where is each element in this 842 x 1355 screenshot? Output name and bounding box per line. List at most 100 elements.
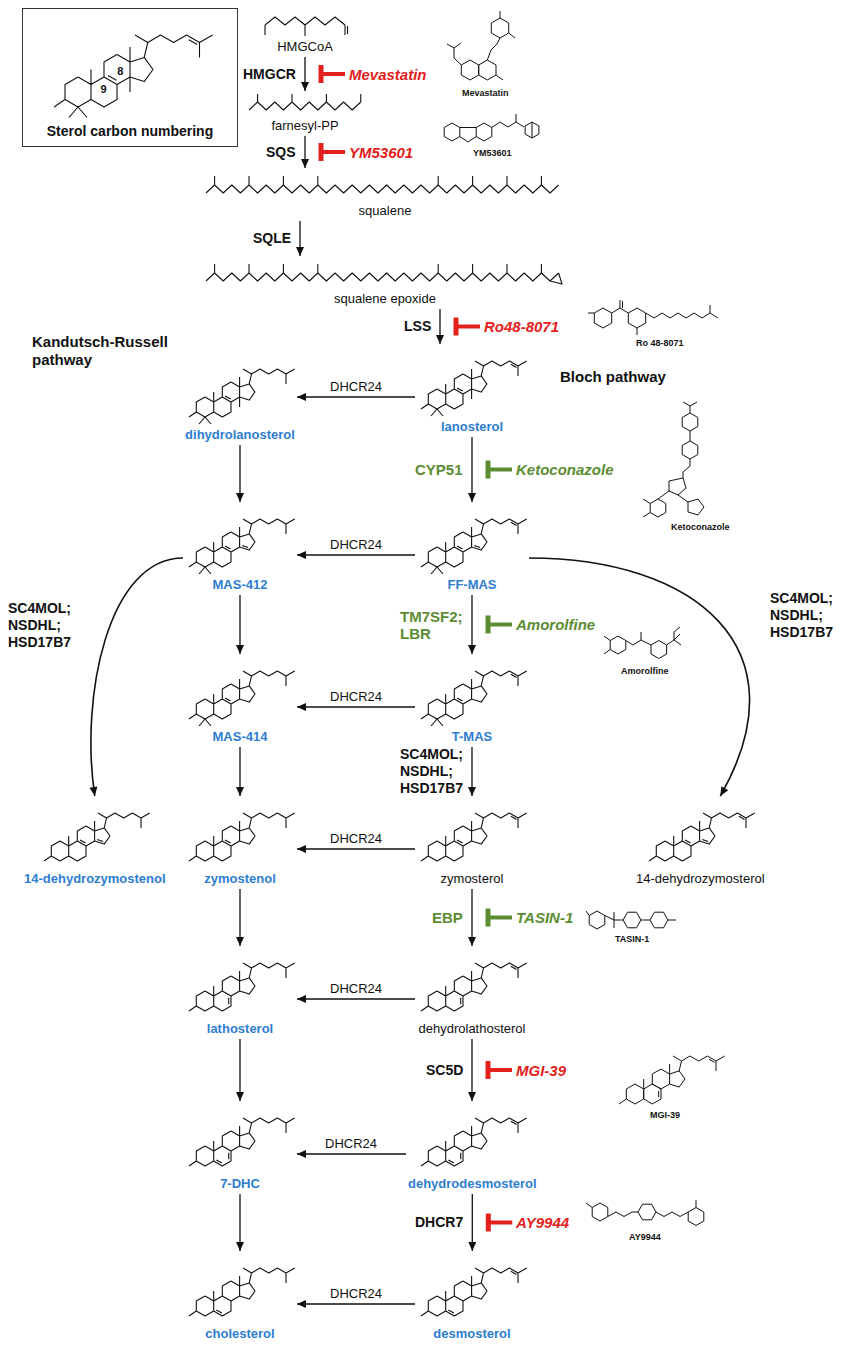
bond-lines <box>206 176 559 193</box>
metabolite-name: dihydrolanosterol <box>185 427 295 443</box>
metabolite-node: 14-dehydrozymosterol <box>636 797 765 887</box>
structure-name: Ketoconazole <box>671 522 730 533</box>
sterol-structure <box>417 797 527 871</box>
mevastatin-structure <box>447 11 515 80</box>
sterol-structure <box>185 797 295 871</box>
inhibition-stem <box>488 468 512 472</box>
connector <box>468 595 476 654</box>
metabolite-node: squalene <box>200 169 570 219</box>
sterol-structure <box>185 947 295 1021</box>
bond-lines <box>189 519 295 574</box>
inhibitor-name: Ketoconazole <box>516 461 614 478</box>
metabolite-node: farnesyl-PP <box>245 92 365 134</box>
bond-lines <box>206 264 562 284</box>
enzyme-label: TM7SF2; LBR <box>400 608 463 642</box>
bond-lines <box>421 813 527 861</box>
metabolite-node: zymostenol <box>185 797 295 887</box>
connector <box>297 393 415 401</box>
connector-line <box>297 706 415 707</box>
metabolite-name: MAS-414 <box>185 729 295 745</box>
inhibition-stem <box>456 325 480 329</box>
enzyme-label: DHCR24 <box>330 537 382 552</box>
metabolite-node: HMGCoA <box>259 5 351 55</box>
connector <box>297 1150 406 1158</box>
enzyme-label: SC4MOL; NSDHL; HSD17B7 <box>8 600 71 651</box>
enzyme-label: DHCR24 <box>330 831 382 846</box>
connector <box>236 595 244 654</box>
arrow-head <box>90 787 98 797</box>
metabolite-name: desmosterol <box>417 1326 527 1342</box>
connector <box>296 221 304 256</box>
connector <box>297 703 415 711</box>
sterol-structure <box>417 503 527 577</box>
chain-structure <box>200 169 570 203</box>
metabolite-name: lathosterol <box>185 1021 295 1037</box>
structure-name: TASIN-1 <box>615 934 649 945</box>
metabolite-name: dehydrolathosterol <box>417 1021 527 1037</box>
arrow-head <box>236 645 244 654</box>
bond-lines <box>189 671 295 726</box>
enzyme-label: DHCR24 <box>330 689 382 704</box>
metabolite-name: farnesyl-PP <box>245 118 365 134</box>
chain-structure <box>200 257 570 291</box>
enzyme-label: EBP <box>432 909 463 926</box>
chain-structure <box>259 5 351 39</box>
metabolite-name: zymostenol <box>185 871 295 887</box>
ketoconazole-structure <box>643 402 704 517</box>
inhibition-stem <box>321 150 345 154</box>
arrow-head <box>297 845 306 853</box>
connector <box>297 1300 415 1308</box>
metabolite-node: MAS-414 <box>185 655 295 745</box>
arrow-head <box>301 159 309 168</box>
connector <box>236 1194 244 1251</box>
connector-line <box>297 1303 415 1304</box>
inhibition-stem <box>488 1221 512 1225</box>
enzyme-label: SC4MOL; NSDHL; HSD17B7 <box>770 590 833 641</box>
metabolite-name: lanosterol <box>417 419 527 435</box>
bond-lines <box>265 17 348 36</box>
metabolite-node: lathosterol <box>185 947 295 1037</box>
sterol-structure <box>185 655 295 729</box>
connector <box>236 747 244 796</box>
inhibitor-name: Ro48-8071 <box>484 318 559 335</box>
connector <box>90 558 184 796</box>
connector-line <box>297 554 415 555</box>
bond-lines <box>54 35 213 118</box>
inset-box: Sterol carbon numbering98 <box>22 8 238 147</box>
connector <box>468 1194 476 1251</box>
bond-lines <box>189 1268 295 1316</box>
sterol-structure <box>417 345 527 419</box>
amorolfine-structure <box>604 627 681 659</box>
mgi-39-structure <box>619 1056 725 1104</box>
metabolite-node: zymosterol <box>417 797 527 887</box>
metabolite-name: squalene <box>200 203 570 219</box>
inhibition-stem <box>321 72 345 76</box>
connector <box>468 1039 476 1101</box>
connector-line <box>297 998 415 999</box>
bond-lines <box>189 813 295 861</box>
connector <box>297 551 415 559</box>
connector-line <box>297 848 415 849</box>
enzyme-label: LSS <box>404 318 431 335</box>
enzyme-label: SQLE <box>253 230 291 247</box>
inset-title: Sterol carbon numbering <box>23 122 237 140</box>
bond-lines <box>421 519 527 574</box>
connector <box>301 57 309 91</box>
sterol-structure <box>645 797 755 871</box>
enzyme-label: DHCR24 <box>330 379 382 394</box>
arrow-head <box>297 995 306 1003</box>
sterol-structure <box>185 503 295 577</box>
metabolite-node: MAS-412 <box>185 503 295 593</box>
inhibitor-name: TASIN-1 <box>516 909 573 926</box>
arrow-head <box>297 703 306 711</box>
connector <box>468 889 476 946</box>
connector <box>236 1039 244 1101</box>
bond-lines <box>421 1268 527 1316</box>
enzyme-label: DHCR7 <box>415 1214 463 1231</box>
arrow-head <box>468 937 476 946</box>
enzyme-label: CYP51 <box>415 461 463 478</box>
structure-name: MGI-39 <box>650 1110 680 1121</box>
chain-structure <box>245 92 365 118</box>
inhibition-stem <box>488 1068 512 1072</box>
